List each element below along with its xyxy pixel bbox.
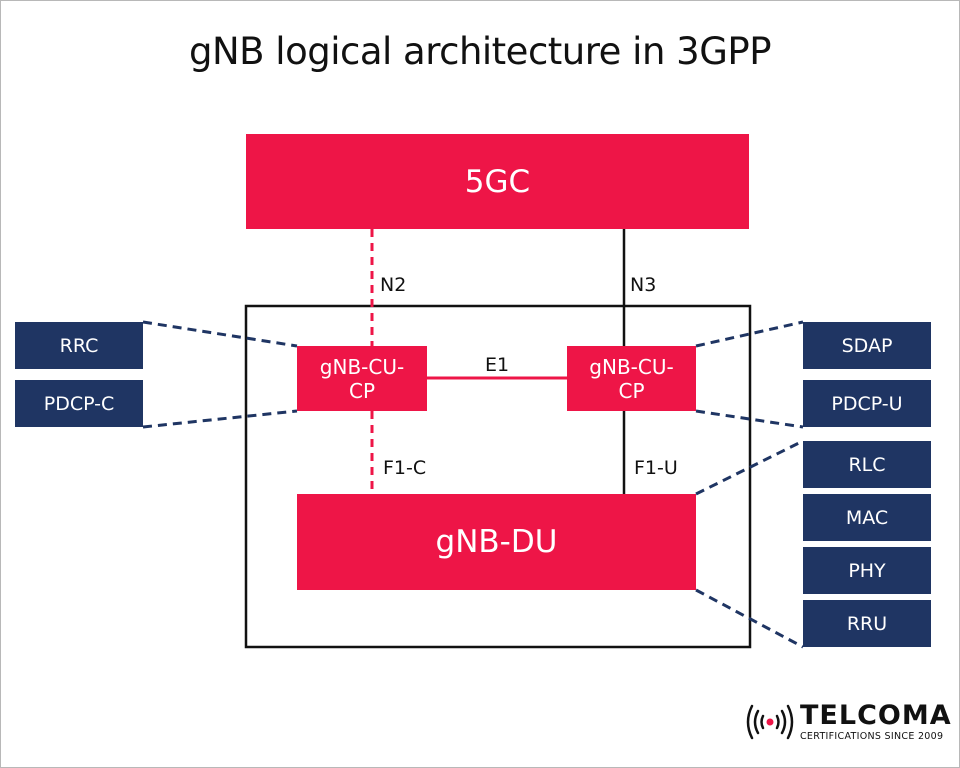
signal-broadcast-icon [746, 704, 794, 740]
zoom-line-right-mid [695, 409, 804, 429]
du-box: gNB-DU [297, 494, 696, 590]
n3-label: N3 [630, 274, 657, 296]
zoom-line-du-top [695, 439, 804, 496]
pdcp-u-box: PDCP-U [803, 380, 931, 427]
logo-wordmark: TELCOMA [800, 700, 952, 731]
zoom-line-left-bottom [142, 409, 298, 429]
zoom-line-right-top [695, 320, 804, 348]
gnb-enclosure [244, 304, 752, 649]
phy-box: PHY [803, 547, 931, 594]
e1-label: E1 [485, 354, 510, 376]
cu-cp-left-box: gNB-CU-CP [297, 346, 427, 411]
f1u-label: F1-U [634, 457, 678, 479]
cu-cp-right-box: gNB-CU-CP [567, 346, 696, 411]
f1c-label: F1-C [383, 457, 427, 479]
page-title: gNB logical architecture in 3GPP [188, 30, 772, 73]
n2-label: N2 [380, 274, 407, 296]
zoom-line-left-top [142, 320, 298, 348]
mac-box: MAC [803, 494, 931, 541]
sdap-box: SDAP [803, 322, 931, 369]
rru-box: RRU [803, 600, 931, 647]
zoom-line-du-bottom [695, 588, 804, 649]
pdcp-c-box: PDCP-C [15, 380, 143, 427]
rrc-box: RRC [15, 322, 143, 369]
core-5gc-box: 5GC [246, 134, 749, 229]
logo-tagline: CERTIFICATIONS SINCE 2009 [800, 731, 944, 742]
rlc-box: RLC [803, 441, 931, 488]
